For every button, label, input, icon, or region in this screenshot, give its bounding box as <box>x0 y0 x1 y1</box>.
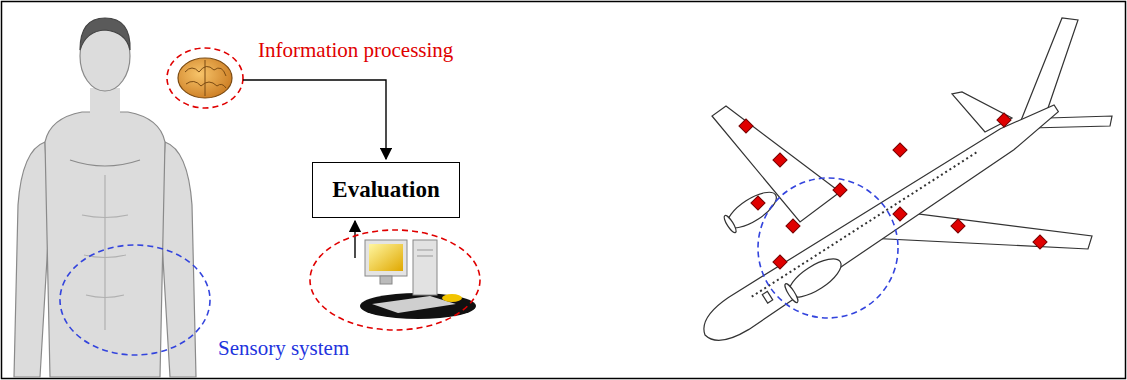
arrow-line <box>354 221 355 258</box>
computer-icon <box>360 240 476 319</box>
human-figure <box>14 18 196 377</box>
caption-label: Sensory system <box>218 336 349 361</box>
airplane <box>695 18 1112 351</box>
processing-circle <box>167 48 243 108</box>
caption-label: Information processing <box>258 38 453 63</box>
brain-icon <box>178 58 232 98</box>
structure-circle <box>758 178 898 318</box>
process-box: Evaluation <box>312 162 460 218</box>
sensor-markers <box>739 113 1047 269</box>
computer-circle <box>310 230 480 330</box>
arrow-line <box>243 80 386 159</box>
box-label: Evaluation <box>332 177 439 203</box>
sensory-circle <box>60 245 210 355</box>
